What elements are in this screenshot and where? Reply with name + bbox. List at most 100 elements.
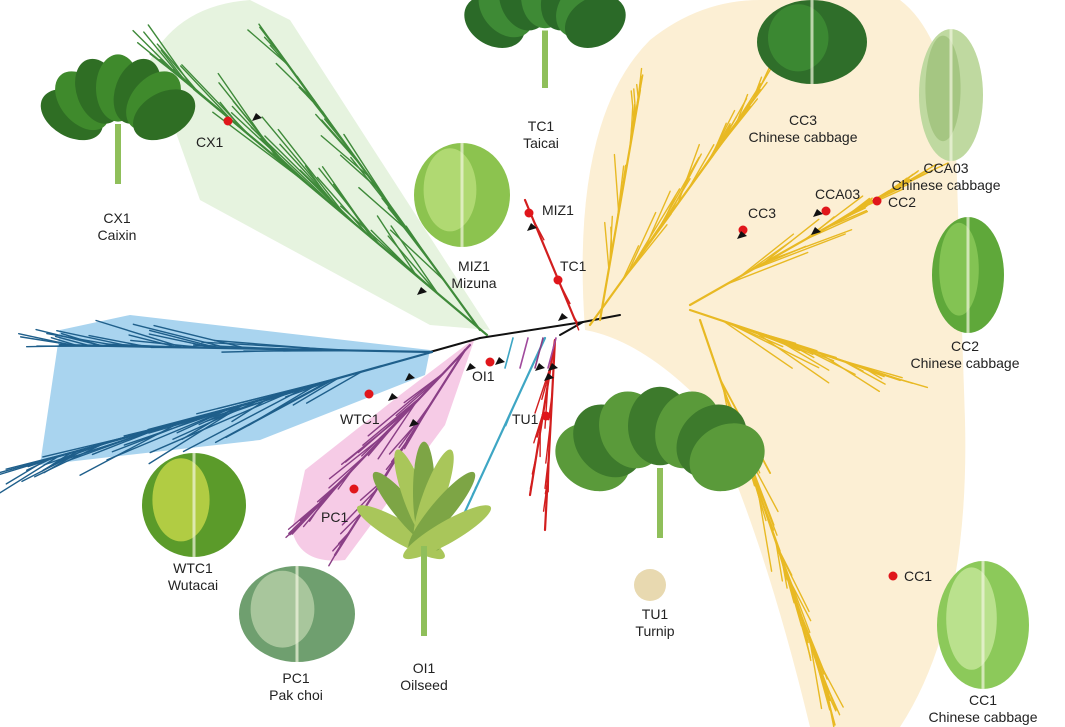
accession-marker-cc2 [872,196,882,206]
wutacai-clade-branch [139,346,201,349]
bootstrap-triangle-icon [811,227,821,235]
cabbage-clade-branch [744,240,793,275]
bootstrap-triangle-icon [527,223,537,231]
wutacai-plant-image-leaf [152,458,210,542]
caixin-clade-branch [304,165,335,208]
wutacai-clade-branch [285,378,337,398]
cabbage-clade-branch [687,144,715,190]
bootstrap-triangle-icon [388,393,398,401]
wutacai-clade-branch [231,396,272,423]
wutacai-clade-branch [176,407,232,434]
tree-label-tu1: TU1 [512,411,539,427]
cabbage-clade-branch [837,358,903,379]
tree-label-miz1: MIZ1 [542,202,574,218]
turnip-plant-image-leaf [689,423,765,492]
mizuna-clade-branch [573,317,580,331]
taicai-plant-image [464,0,626,88]
wutacai-clade-branch [106,407,231,461]
caixin-clade-branch [321,119,357,159]
caixin-clade-branch [263,36,281,55]
caixin-clade-branch [387,235,439,295]
accession-marker-wtc1 [364,389,374,399]
cabbage-clade-branch [622,245,640,280]
pakchoi-clade-branch [388,414,425,455]
wutacai-clade-branch [54,335,90,347]
cabbage-clade-branch [804,210,869,241]
mizuna-clade-branch [572,314,578,324]
backbone-branch [559,321,584,336]
backbone-branch [582,314,621,323]
caixin-clade-branch [147,24,193,88]
region-chinese-cabbage-clade [582,0,966,727]
cabbage-clade-branch [750,329,801,352]
caixin-clade-branch [192,88,274,156]
cabbage-clade-branch [824,199,873,229]
caixin-plant-image-stem [115,124,121,184]
pakchoi-clade-branch [361,410,409,457]
cabbage-clade-branch [738,233,795,278]
cabbage-clade-branch [654,156,700,236]
caixin-plant-image-leaf [133,89,196,141]
caixin-clade-branch [279,143,347,217]
tree-label-tc1: TC1 [560,258,587,274]
caixin-clade-branch [391,252,436,292]
wutacai-clade-branch [305,370,363,404]
wutacai-plant-image [142,453,246,557]
accession-marker-oi1 [485,357,495,367]
tree-label-cc1: CC1 [904,568,933,584]
cabbage-clade-branch [793,593,809,644]
bootstrap-triangle-icon [466,363,476,371]
wutacai-clade-branch [196,377,341,415]
tree-label-cc3: CC3 [748,205,777,221]
pakchoi-clade-branch [362,396,422,446]
caixin-clade-branch [160,49,187,83]
cabbage-clade-branch [812,650,844,708]
wutacai-clade-branch [135,408,229,435]
turnip-clade-branch [530,464,536,488]
region-pakchoi-clade [292,338,475,561]
caixin-clade-branch [275,62,315,101]
caixin-clade-branch [296,75,337,132]
cabbage-clade-branch [752,76,763,100]
cabbage-clade-branch [778,550,810,613]
wutacai-clade-branch [18,333,73,346]
oilseed-clade-branch [471,488,477,495]
bootstrap-triangle-icon [813,209,823,217]
bootstrap-triangle-icon [544,373,554,381]
caixin-clade-branch [358,186,410,233]
bootstrap-triangle-icon [417,287,427,295]
wutacai-clade-branch [128,334,178,348]
oilseed-plant-image-leaf [408,471,476,551]
pakchoi-clade-branch [289,514,310,536]
accession-marker-cx1 [223,116,233,126]
oilseed-clade-branch [469,493,474,502]
pakchoi-plant-image-leaf [250,570,315,648]
tree-label-cx1: CX1 [196,134,224,150]
pakchoi-clade-branch [318,463,359,503]
wutacai-clade-branch [0,448,84,474]
wutacai-clade-branch [88,334,148,348]
taicai-plant-image-leaf [564,0,626,48]
mizuna-clade-branch [559,282,571,305]
turnip-root [634,569,666,601]
wutacai-clade-branch [153,324,249,350]
pakchoi-clade-branch [377,401,417,460]
caixin-clade-branch [323,118,349,148]
oilseed-plant-image-stem [421,546,427,636]
wutacai-clade-branch [130,339,205,349]
oilseed-clade-branch [474,482,479,489]
oilseed-clade-branch [505,404,515,427]
turnip-clade-branch [544,383,549,429]
basal-branch [504,337,514,369]
taicai-plant-image-stem [542,30,548,88]
cc3-plant-image-leaf [768,4,829,72]
cabbage-clade-branch [845,361,885,378]
bootstrap-triangle-icon [405,373,415,381]
wutacai-clade-branch [182,386,307,453]
turnip-clade-branch [545,419,552,464]
